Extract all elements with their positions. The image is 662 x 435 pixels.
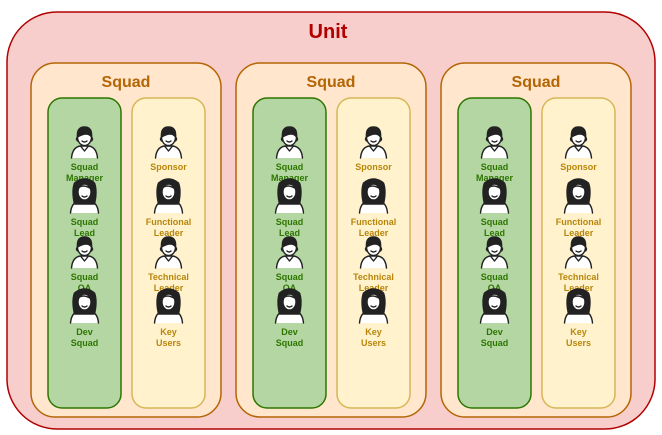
role-label: Lead	[279, 228, 300, 238]
man-short-hair-icon	[275, 236, 304, 269]
role-label: Squad	[71, 217, 99, 227]
woman-long-hair-icon	[563, 178, 594, 214]
role-label: Dev	[281, 327, 298, 337]
man-short-hair-icon	[564, 236, 593, 269]
woman-long-hair-icon	[69, 288, 100, 324]
role-label: Key	[365, 327, 382, 337]
man-short-hair-icon	[275, 126, 304, 159]
role-label: Squad	[276, 338, 304, 348]
role-label: Sponsor	[560, 162, 597, 172]
role-label: Technical	[353, 272, 394, 282]
role-label: Functional	[556, 217, 602, 227]
role-label: Dev	[486, 327, 503, 337]
role-label: Leader	[359, 283, 389, 293]
role-label: Users	[361, 338, 386, 348]
role-label: Leader	[359, 228, 389, 238]
role-label: Sponsor	[355, 162, 392, 172]
role-label: QA	[488, 283, 502, 293]
squad-group: SquadSquadManagerSquadLeadSquadQADevSqua…	[235, 62, 427, 418]
squad-group: SquadSquadManagerSquadLeadSquadQADevSqua…	[440, 62, 632, 418]
role-label: Leader	[564, 228, 594, 238]
role-label: QA	[283, 283, 297, 293]
role-label: Users	[156, 338, 181, 348]
man-short-hair-icon	[70, 236, 99, 269]
role-label: Key	[570, 327, 587, 337]
woman-long-hair-icon	[479, 288, 510, 324]
man-short-hair-icon	[359, 236, 388, 269]
man-short-hair-icon	[70, 126, 99, 159]
squad-title: Squad	[307, 74, 356, 91]
woman-long-hair-icon	[153, 288, 184, 324]
man-short-hair-icon	[154, 236, 183, 269]
role-label: Manager	[66, 173, 104, 183]
woman-long-hair-icon	[563, 288, 594, 324]
squad-group: SquadSquadManagerSquadLeadSquadQADevSqua…	[30, 62, 222, 418]
role-label: Lead	[484, 228, 505, 238]
man-short-hair-icon	[480, 236, 509, 269]
man-short-hair-icon	[564, 126, 593, 159]
role-label: Squad	[481, 272, 509, 282]
role-label: Leader	[154, 228, 184, 238]
role-label: Functional	[146, 217, 192, 227]
woman-long-hair-icon	[358, 288, 389, 324]
role-label: QA	[78, 283, 92, 293]
woman-long-hair-icon	[69, 178, 100, 214]
role-label: Functional	[351, 217, 397, 227]
woman-long-hair-icon	[274, 178, 305, 214]
woman-long-hair-icon	[274, 288, 305, 324]
role-label: Dev	[76, 327, 93, 337]
role-label: Leader	[154, 283, 184, 293]
role-label: Squad	[481, 162, 509, 172]
woman-long-hair-icon	[479, 178, 510, 214]
role-label: Lead	[74, 228, 95, 238]
role-label: Manager	[476, 173, 514, 183]
squad-title: Squad	[512, 74, 561, 91]
role-label: Leader	[564, 283, 594, 293]
role-label: Squad	[481, 338, 509, 348]
squad-title: Squad	[102, 74, 151, 91]
man-short-hair-icon	[480, 126, 509, 159]
role-label: Key	[160, 327, 177, 337]
role-label: Squad	[481, 217, 509, 227]
man-short-hair-icon	[154, 126, 183, 159]
role-label: Squad	[71, 272, 99, 282]
woman-long-hair-icon	[358, 178, 389, 214]
role-label: Technical	[558, 272, 599, 282]
role-label: Squad	[276, 272, 304, 282]
man-short-hair-icon	[359, 126, 388, 159]
role-label: Squad	[276, 162, 304, 172]
role-label: Squad	[71, 162, 99, 172]
role-label: Technical	[148, 272, 189, 282]
role-label: Manager	[271, 173, 309, 183]
role-label: Sponsor	[150, 162, 187, 172]
role-label: Squad	[71, 338, 99, 348]
role-label: Users	[566, 338, 591, 348]
woman-long-hair-icon	[153, 178, 184, 214]
role-label: Squad	[276, 217, 304, 227]
unit-title: Unit	[309, 21, 348, 43]
